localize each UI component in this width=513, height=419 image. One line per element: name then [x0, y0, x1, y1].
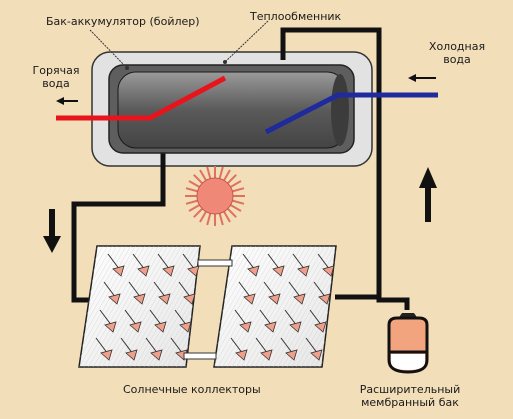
sun-ray: [188, 180, 201, 189]
circuit-pipes: [71, 27, 410, 310]
sun-ray: [229, 180, 242, 189]
sun-ray: [199, 210, 208, 223]
sun-ray: [229, 203, 242, 212]
sun-ray: [222, 210, 231, 223]
sun-ray: [222, 169, 231, 182]
sun-ray: [199, 169, 208, 182]
sun-ray: [218, 166, 224, 180]
light-ray-arrowhead: [318, 293, 331, 305]
heat-exchanger-label: Теплообменник: [250, 10, 342, 23]
hot-water-pipe: [56, 75, 227, 121]
light-ray-arrowhead: [289, 321, 302, 333]
light-ray-arrowhead: [187, 265, 200, 277]
arrow-down-icon: [43, 209, 61, 253]
light-ray-arrowhead: [322, 265, 335, 277]
sun-ray: [226, 207, 237, 218]
sun-ray: [185, 199, 199, 205]
sun-ray: [193, 174, 204, 185]
return-pipe: [280, 27, 410, 310]
light-ray-arrowhead: [150, 349, 163, 361]
cold-water-pipe: [264, 92, 438, 135]
sun-ray: [231, 187, 245, 193]
expansion-tank-label: Расширительный мембранный бак: [345, 383, 475, 409]
hot-water-label-line2: вода: [42, 77, 70, 90]
light-ray-arrowhead: [112, 265, 125, 277]
light-ray-arrowhead: [260, 349, 273, 361]
collector-panel-left: [78, 245, 201, 368]
sun-ray: [218, 212, 224, 226]
exchanger-leader: [224, 20, 269, 63]
hot-water-label-line1: Горячая: [32, 64, 80, 77]
light-ray-arrowhead: [100, 349, 113, 361]
sun-ray: [188, 203, 201, 212]
sun-ray: [206, 166, 212, 180]
light-ray-arrowhead: [158, 293, 171, 305]
light-ray-arrowhead: [235, 349, 248, 361]
collectors-label: Солнечные коллекторы: [123, 383, 261, 396]
hot-water-arrow-icon: [56, 97, 78, 105]
light-ray-arrowhead: [104, 321, 117, 333]
sun-icon: [185, 166, 245, 226]
hot-water-label: Горячая вода: [26, 64, 86, 90]
supply-pipe: [71, 150, 166, 303]
light-ray-arrowhead: [243, 293, 256, 305]
sun-ray: [231, 199, 245, 205]
light-ray-arrowhead: [154, 321, 167, 333]
light-ray-arrowhead: [133, 293, 146, 305]
light-ray-arrowhead: [108, 293, 121, 305]
light-ray-arrowhead: [293, 293, 306, 305]
sun-ray: [226, 174, 237, 185]
light-ray-arrowhead: [129, 321, 142, 333]
light-ray-arrowhead: [310, 349, 323, 361]
light-ray-arrowhead: [183, 293, 196, 305]
expansion-tank-label-line1: Расширительный: [359, 383, 461, 396]
light-ray-arrowhead: [285, 349, 298, 361]
light-ray-arrowhead: [137, 265, 150, 277]
light-ray-arrowhead: [179, 321, 192, 333]
light-ray-arrowhead: [125, 349, 138, 361]
panel-connector-top: [197, 259, 233, 267]
panel-connector-bottom: [183, 352, 217, 360]
light-ray-arrowhead: [268, 293, 281, 305]
cold-water-label-line1: Холодная: [428, 40, 486, 53]
tank-end-right: [331, 74, 349, 146]
light-ray-arrowhead: [272, 265, 285, 277]
sun-ray: [206, 212, 212, 226]
light-ray-arrowhead: [297, 265, 310, 277]
light-ray-arrowhead: [162, 265, 175, 277]
sun-ray: [185, 187, 199, 193]
expansion-tank-label-line2: мембранный бак: [361, 396, 459, 409]
cold-water-arrow-icon: [408, 74, 436, 82]
sun-ray: [193, 207, 204, 218]
collector-panel-right: [213, 245, 337, 368]
cold-water-label-line2: вода: [443, 53, 471, 66]
light-ray-arrowhead: [247, 265, 260, 277]
light-ray-arrowhead: [264, 321, 277, 333]
light-ray-arrowhead: [314, 321, 327, 333]
arrow-up-icon: [419, 167, 437, 222]
expansion-tank-icon: [387, 313, 429, 374]
cold-water-label: Холодная вода: [412, 40, 502, 66]
light-ray-arrowhead: [239, 321, 252, 333]
boiler-label: Бак-аккумулятор (бойлер): [46, 15, 200, 28]
